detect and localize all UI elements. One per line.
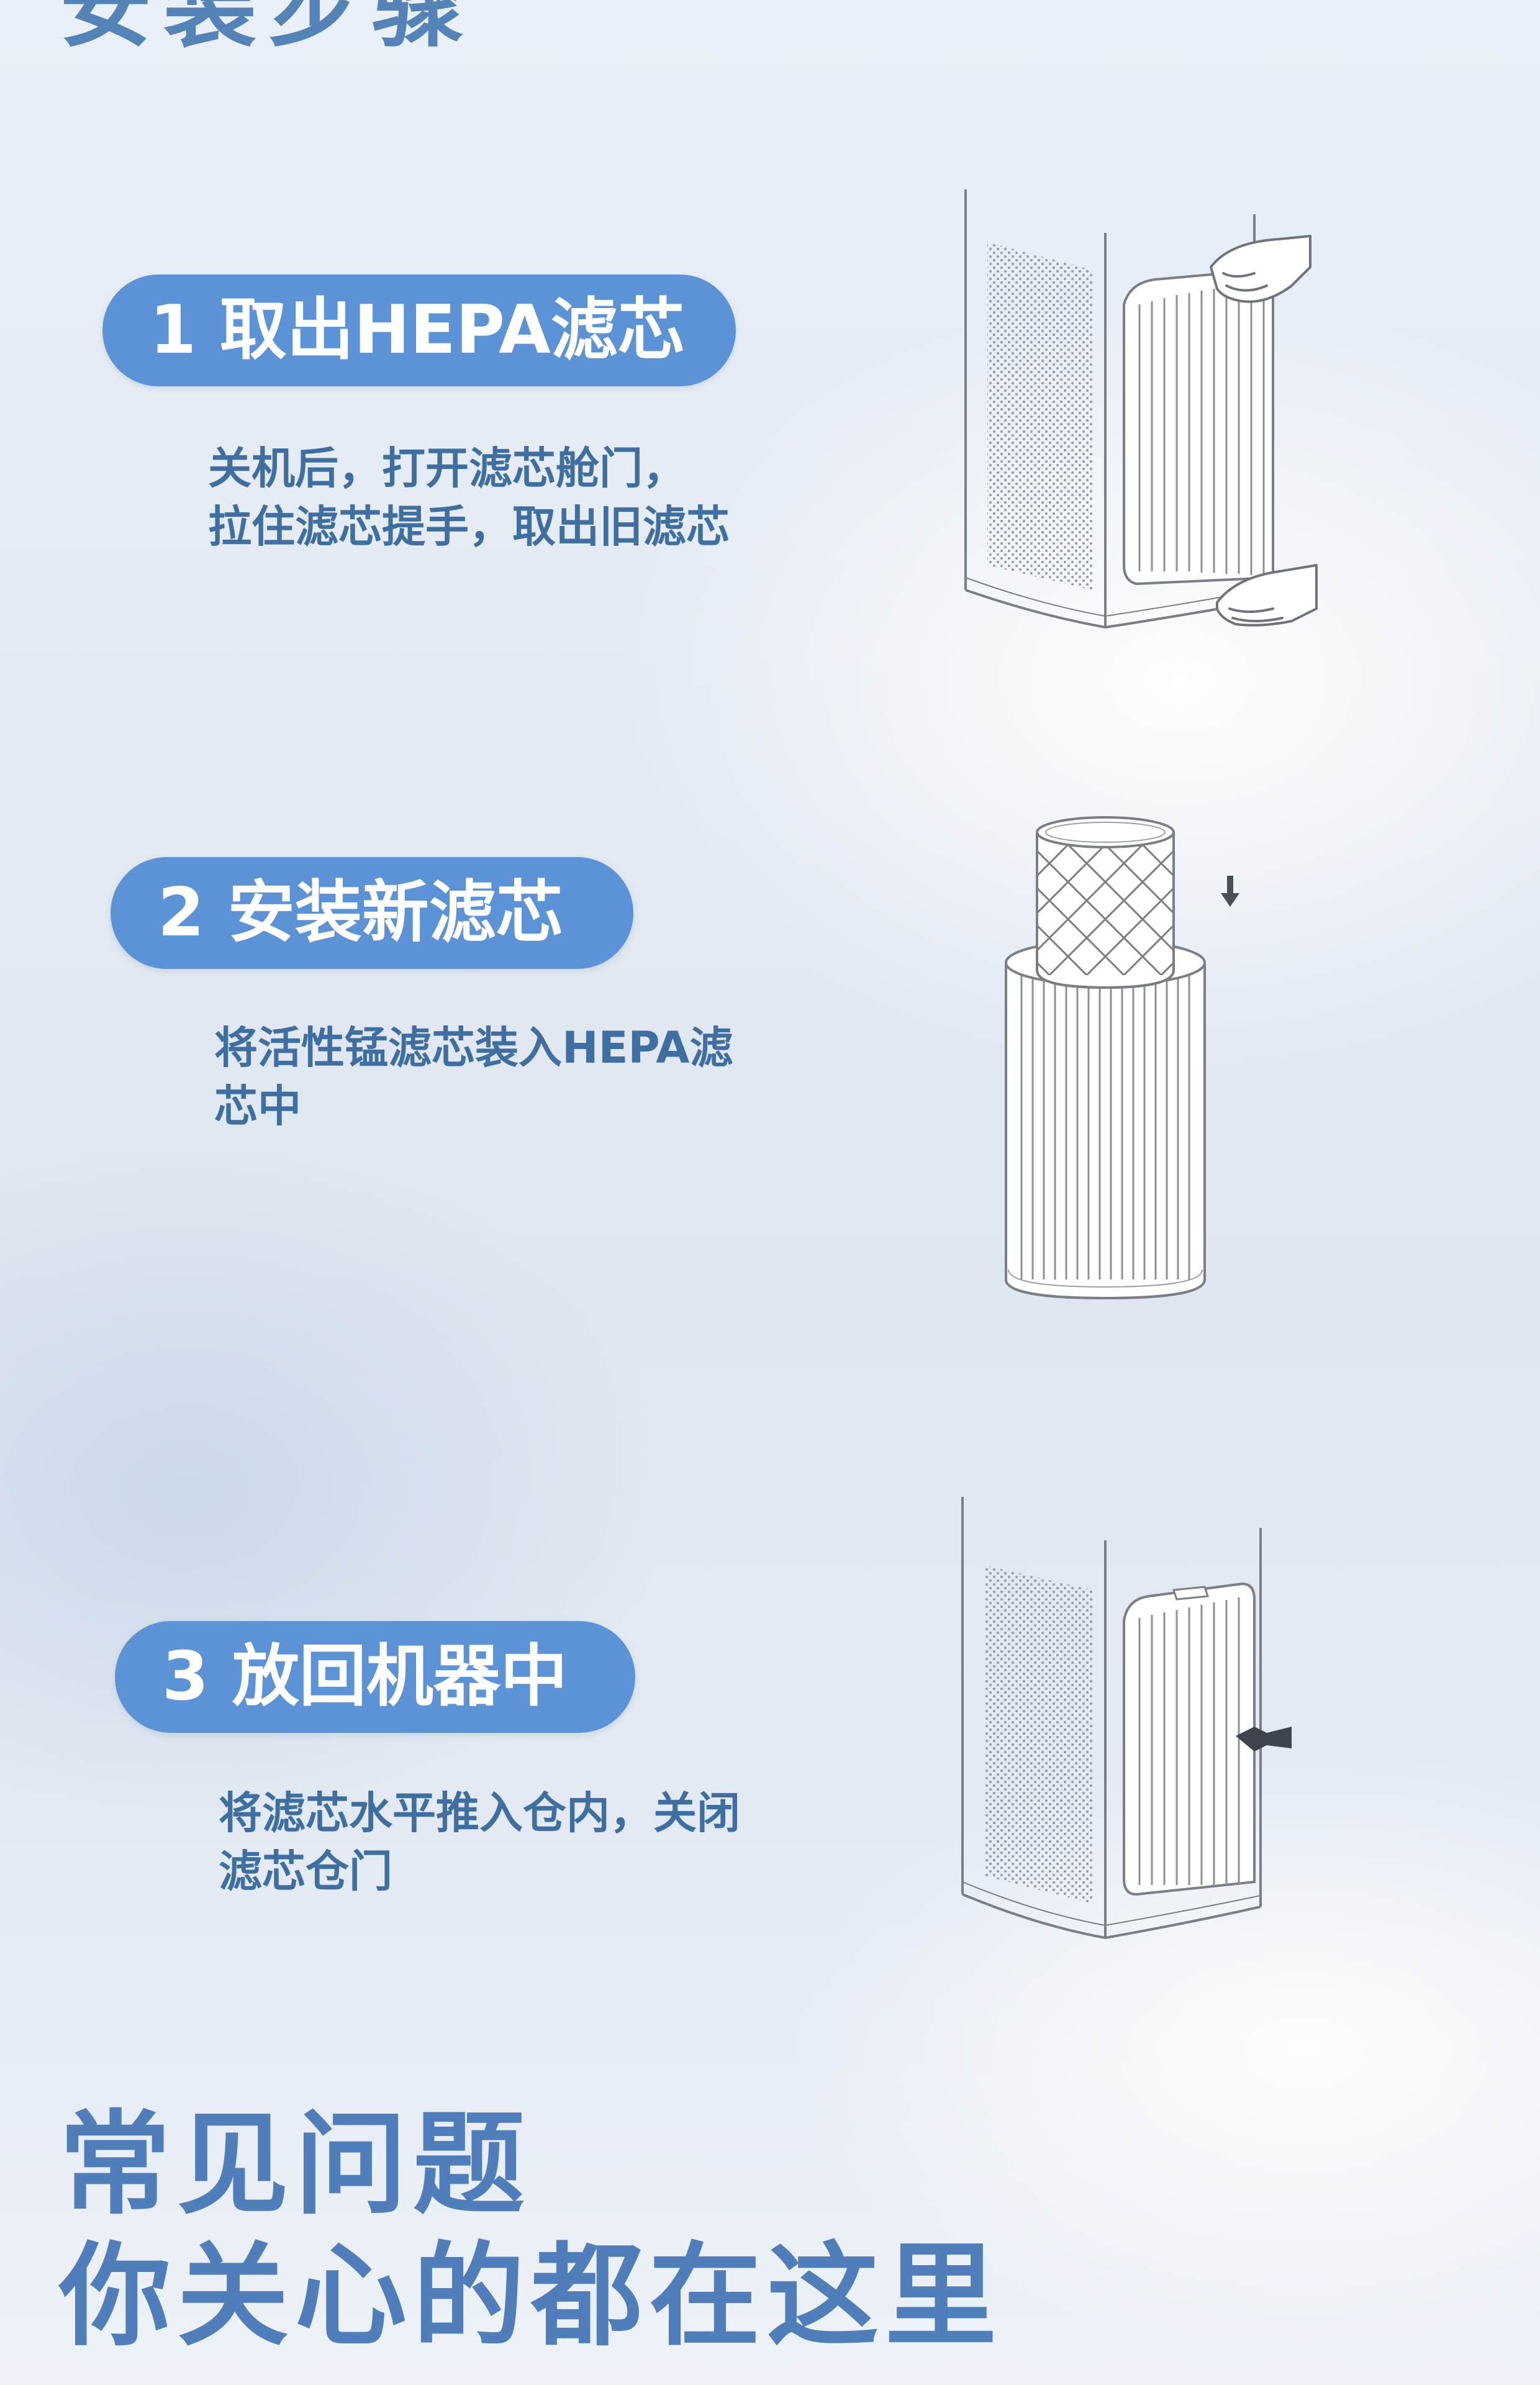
step-3-description: 将滤芯水平推入仓内，关闭 滤芯仓门 <box>219 1788 740 1897</box>
step-3-label: 3 放回机器中 <box>115 1621 635 1733</box>
faq-title: 常见问题 <box>59 2100 532 2230</box>
step-1-label: 1 取出HEPA滤芯 <box>102 275 736 386</box>
reinsert-filter-illustration <box>961 1497 1292 1939</box>
step-2-description: 将活性锰滤芯装入HEPA滤 芯中 <box>214 1022 733 1132</box>
install-new-filter-illustration <box>1005 816 1239 1300</box>
arrow-push-icon <box>1236 1727 1292 1751</box>
section-title-install-steps: 安装步骤 <box>59 0 477 60</box>
step-1-description: 关机后，打开滤芯舱门， 拉住滤芯提手，取出旧滤芯 <box>208 443 730 552</box>
faq-subtitle: 你关心的都在这里 <box>59 2232 1003 2361</box>
step-2-label: 2 安装新滤芯 <box>111 857 633 969</box>
arrow-down-icon <box>1221 876 1239 907</box>
remove-filter-illustration <box>964 189 1318 629</box>
